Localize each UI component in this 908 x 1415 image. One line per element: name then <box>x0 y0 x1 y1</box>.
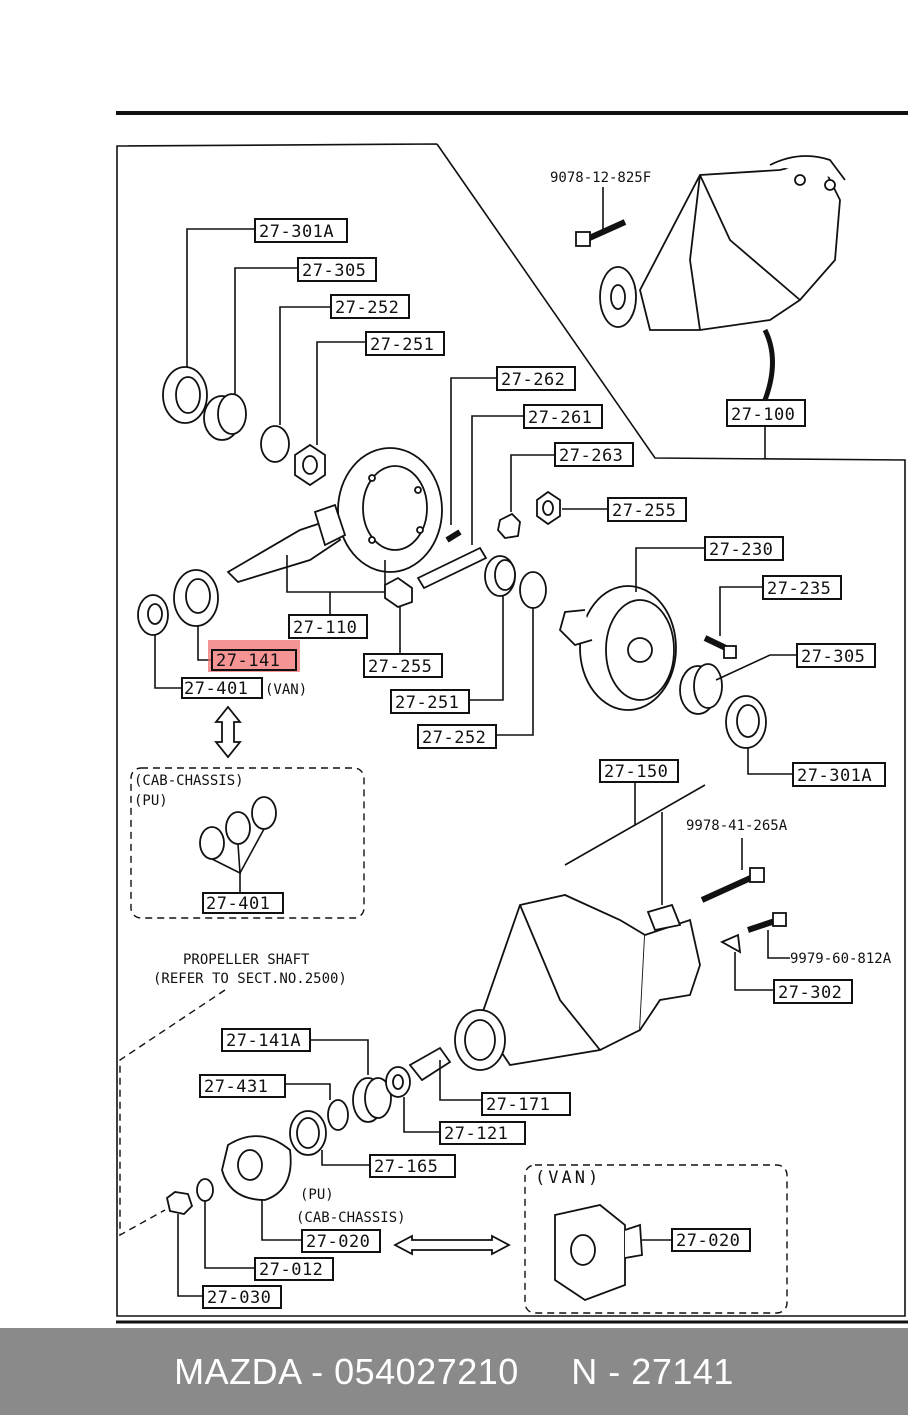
part-label-27-301A-right: 27-301A <box>797 766 872 786</box>
propeller-dashed-line <box>119 989 226 1237</box>
part-label-27-121: 27-121 <box>444 1124 508 1144</box>
bearing-305-right-icon <box>679 663 723 715</box>
nut-030-icon <box>165 1191 194 1215</box>
propeller-ref-label: (REFER TO SECT.NO.2500) <box>153 971 347 987</box>
washer-252-icon <box>260 425 290 463</box>
washer-252-low-icon <box>519 571 547 609</box>
van-suffix-label: (VAN) <box>265 682 307 698</box>
shim-set-icon <box>199 796 277 860</box>
carrier-assembly-icon <box>599 155 846 331</box>
bolt-9979-label: 9979-60-812A <box>790 951 892 967</box>
bolt-9979-icon <box>747 912 787 933</box>
cab-chassis-low-label: (CAB-CHASSIS) <box>296 1210 406 1226</box>
propeller-shaft-label: PROPELLER SHAFT <box>183 952 310 968</box>
part-label-27-262: 27-262 <box>501 370 565 390</box>
part-label-27-261: 27-261 <box>528 408 592 428</box>
washer-012-icon <box>196 1178 214 1202</box>
collapsible-spacer-171-icon <box>408 1046 452 1082</box>
oil-seal-401-icon <box>137 594 169 636</box>
bearing-141-icon <box>173 569 219 627</box>
bearing-305-icon <box>203 393 247 441</box>
part-label-27-401-van: 27-401 <box>184 679 248 699</box>
part-label-27-141: 27-141 <box>216 651 280 671</box>
drive-pinion-icon <box>226 503 347 584</box>
side-gear-251-icon <box>294 443 326 487</box>
part-label-27-301A-top: 27-301A <box>259 222 334 242</box>
bolt-9078-label: 9078-12-825F <box>550 170 651 186</box>
part-label-27-251-top: 27-251 <box>370 335 434 355</box>
part-label-27-252-top: 27-252 <box>335 298 399 318</box>
part-label-27-252-low: 27-252 <box>422 728 486 748</box>
part-label-27-255-right: 27-255 <box>612 501 676 521</box>
alternative-arrow-icon <box>214 705 242 759</box>
part-label-27-401-pu: 27-401 <box>206 894 270 914</box>
pinion-gear-255-icon <box>536 490 561 526</box>
part-label-27-100: 27-100 <box>731 405 795 425</box>
part-number-footer: MAZDA - 054027210 N - 27141 <box>0 1328 908 1415</box>
side-gear-251-low-icon <box>484 555 516 597</box>
ring-gear-icon <box>337 447 443 573</box>
part-label-27-263: 27-263 <box>559 446 623 466</box>
parts-diagram: 9078-12-825F 27-100 27-301A 27-305 27-25… <box>116 111 908 1324</box>
pinion-gear-255-low-icon <box>384 576 413 609</box>
companion-flange-van-icon <box>554 1204 643 1302</box>
pinion-shaft-261-icon <box>416 546 488 590</box>
bearing-141A-icon <box>352 1077 392 1123</box>
pu-low-label: (PU) <box>300 1187 334 1203</box>
part-label-27-141A: 27-141A <box>226 1031 301 1051</box>
spacer-431-icon <box>327 1099 349 1131</box>
part-label-27-030: 27-030 <box>207 1288 271 1308</box>
clip-302-icon <box>719 933 742 954</box>
axle-housing-icon <box>454 894 701 1071</box>
seal-301A-icon <box>162 366 208 424</box>
part-label-27-431: 27-431 <box>204 1077 268 1097</box>
diagram-frame <box>116 143 906 1317</box>
oil-seal-121-icon <box>385 1066 411 1098</box>
part-label-27-171: 27-171 <box>486 1095 550 1115</box>
part-label-27-020-van: 27-020 <box>676 1231 740 1251</box>
part-label-27-302: 27-302 <box>778 983 842 1003</box>
bolt-9978-icon <box>700 867 765 903</box>
pin-262-icon <box>445 529 462 543</box>
part-label-27-235: 27-235 <box>767 579 831 599</box>
thrust-washer-263-icon <box>497 512 521 539</box>
van-box-label: (VAN) <box>535 1168 601 1188</box>
part-label-27-305-right: 27-305 <box>801 647 865 667</box>
part-label-27-150: 27-150 <box>604 762 668 782</box>
companion-flange-icon <box>221 1135 292 1201</box>
alternative-arrow-2-icon <box>393 1234 511 1256</box>
footer-part-number: MAZDA - 054027210 N - 27141 <box>174 1350 734 1392</box>
highlight-27-141 <box>208 640 300 672</box>
part-label-27-305-top: 27-305 <box>302 261 366 281</box>
part-label-27-165: 27-165 <box>374 1157 438 1177</box>
cab-chassis-label: (CAB-CHASSIS) <box>134 773 244 789</box>
part-label-27-230: 27-230 <box>709 540 773 560</box>
carrier-arrow <box>762 328 775 401</box>
part-label-27-251-low: 27-251 <box>395 693 459 713</box>
pu-label: (PU) <box>134 793 168 809</box>
differential-case-icon <box>558 585 677 711</box>
bolt-9078-icon <box>575 219 627 247</box>
bolt-235-icon <box>703 635 737 659</box>
bolt-9978-label: 9978-41-265A <box>686 818 788 834</box>
part-label-27-020-pu: 27-020 <box>306 1232 370 1252</box>
part-label-27-255-low: 27-255 <box>368 657 432 677</box>
part-label-27-012: 27-012 <box>259 1260 323 1280</box>
part-label-27-110: 27-110 <box>293 618 357 638</box>
deflector-165-icon <box>289 1110 327 1156</box>
seal-301A-right-icon <box>725 695 767 749</box>
